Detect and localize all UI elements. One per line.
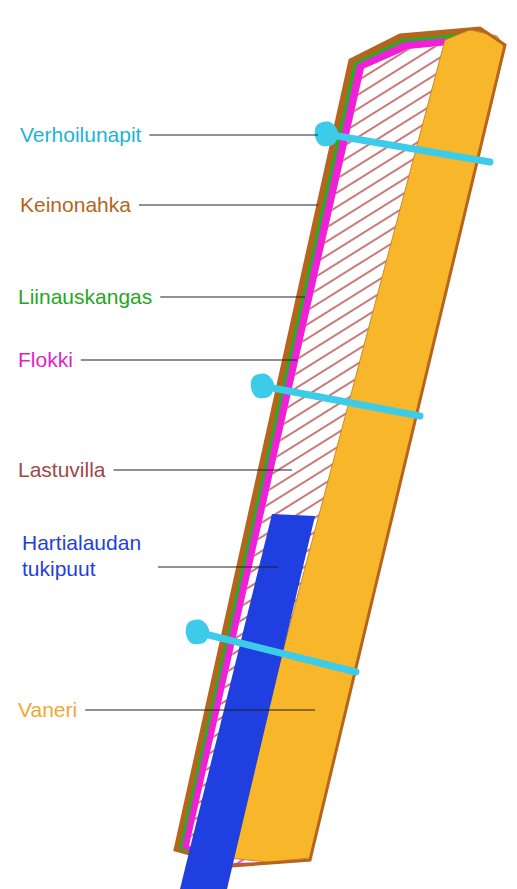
part-label: Vaneri: [18, 697, 77, 723]
button-head: [186, 620, 209, 645]
part-label: Flokki: [18, 347, 73, 373]
leader-line: [160, 296, 305, 297]
button-shank: [326, 134, 490, 162]
button-head: [315, 122, 338, 147]
leader-line: [81, 359, 297, 360]
part-label: Liinauskangas: [18, 284, 152, 310]
plywood: [228, 30, 505, 862]
part-label: Keinonahka: [20, 192, 131, 218]
part-label: Hartialaudan tukipuut: [22, 530, 172, 582]
support-batten: [180, 514, 315, 889]
leader-line: [158, 566, 278, 567]
leader-line: [149, 134, 318, 135]
leader-line: [114, 469, 292, 470]
button-head: [251, 374, 274, 399]
leader-line: [85, 709, 315, 710]
button-shank: [262, 386, 420, 416]
button-shank: [197, 632, 356, 672]
leader-line: [139, 204, 318, 205]
part-label: Verhoilunapit: [20, 122, 141, 148]
part-label: Lastuvilla: [18, 457, 106, 483]
